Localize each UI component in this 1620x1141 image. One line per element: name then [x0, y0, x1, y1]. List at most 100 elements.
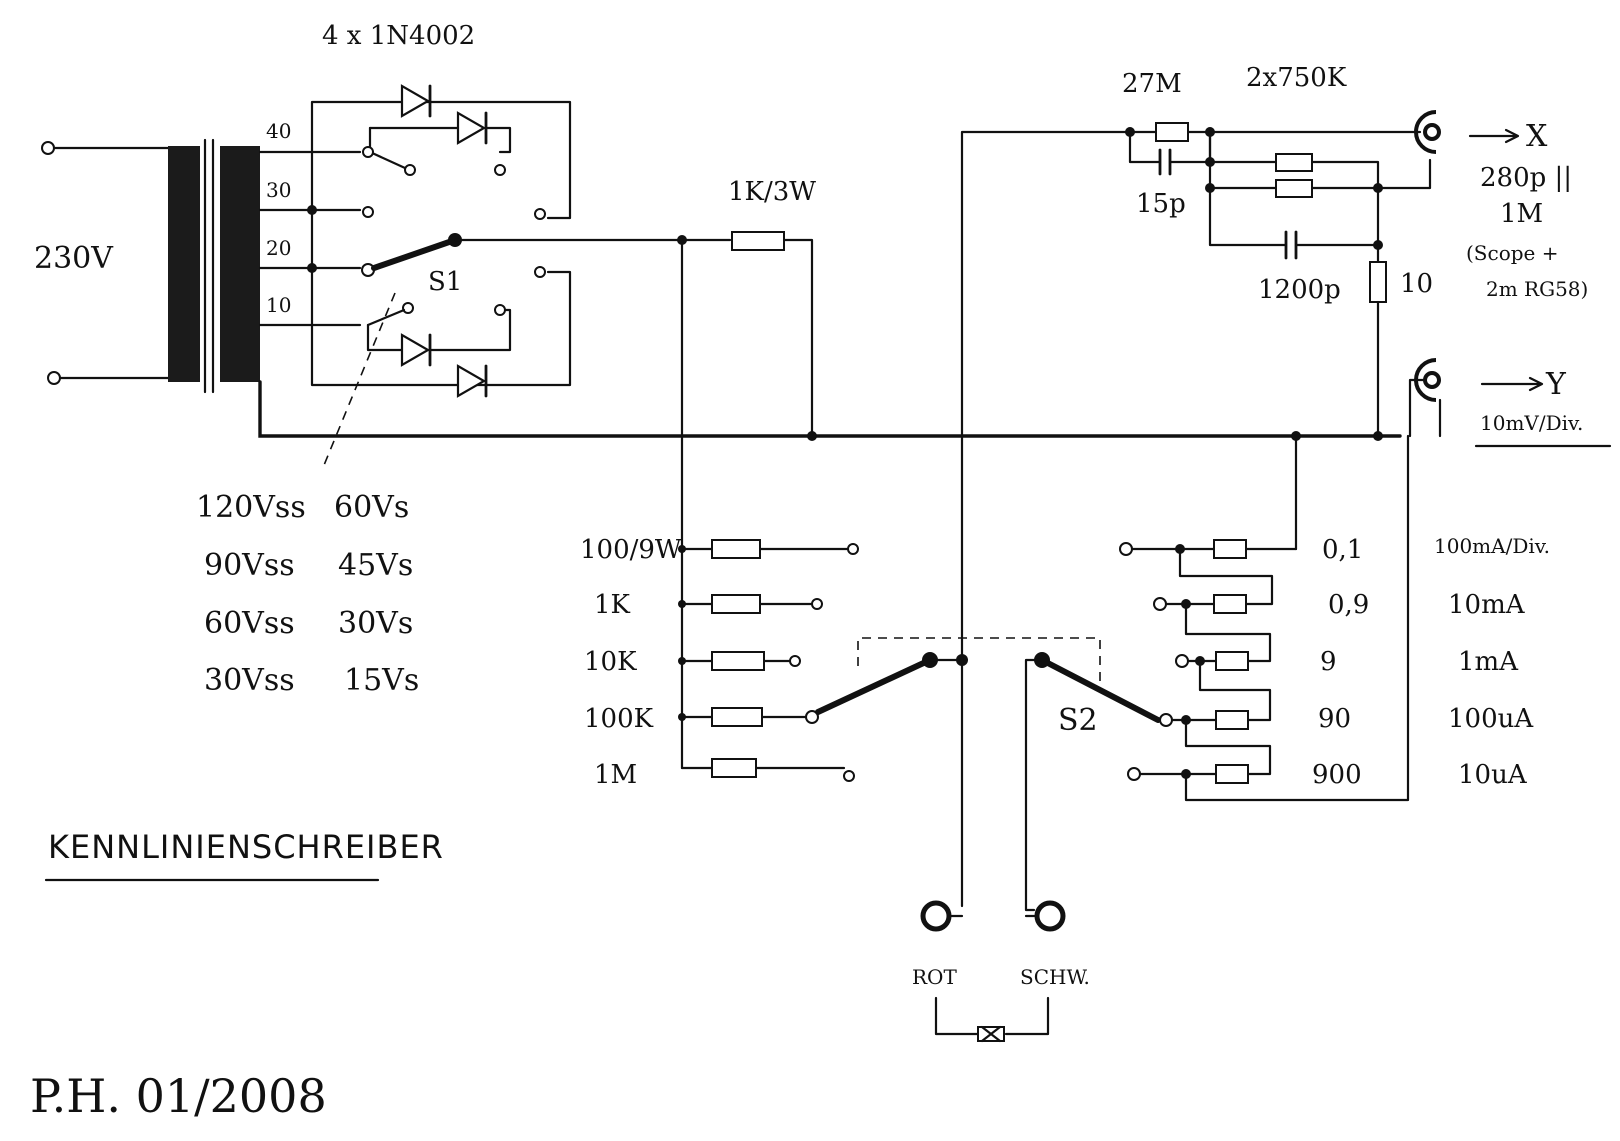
wire	[368, 126, 407, 170]
mains-voltage-label: 230V	[34, 241, 114, 276]
junction	[1205, 183, 1215, 193]
limit-label-1k: 1K	[594, 590, 631, 620]
s2-label: S2	[1058, 703, 1098, 738]
wire	[782, 238, 814, 438]
limit-label-100-9w: 100/9W	[580, 535, 682, 565]
tap-label-30: 30	[266, 178, 291, 202]
y-scale-label: 10mV/Div.	[1480, 411, 1583, 435]
transformer-secondary-winding	[220, 146, 260, 382]
diodes-label: 4 x 1N4002	[322, 21, 475, 51]
s1-contact	[404, 164, 416, 176]
shunt-label-0-9: 0,9	[1328, 590, 1369, 620]
wire	[310, 266, 572, 387]
divider-r-pair-label: 2x750K	[1246, 63, 1347, 93]
s2-contact	[1159, 713, 1173, 727]
title-block: KENNLINIENSCHREIBER P.H. 01/2008	[30, 828, 444, 1123]
junction	[678, 545, 686, 553]
s2-contact	[1119, 542, 1133, 556]
voltage-divider: 27M 2x750K 15p 1200p 10 X 280p || 1M (Sc…	[1122, 63, 1588, 441]
limit-resistor-1k	[711, 594, 761, 614]
vss-60: 60Vss	[204, 606, 295, 641]
s2-contact	[847, 543, 859, 555]
x-output-label: X	[1526, 119, 1548, 154]
s2-mechanical-link	[857, 637, 1101, 684]
shunt-9	[1215, 651, 1249, 671]
wire	[1208, 130, 1380, 247]
tap-label-20: 20	[266, 236, 291, 260]
shunt-label-9: 9	[1320, 647, 1337, 677]
s2-contact	[811, 598, 823, 610]
rectifier-switch-s1: 4 x 1N4002 S1	[307, 21, 572, 471]
diagram-title: KENNLINIENSCHREIBER	[48, 828, 444, 866]
s1-contact	[494, 304, 506, 316]
vs-30: 30Vs	[338, 606, 413, 641]
bnc-x-connector[interactable]	[1423, 123, 1441, 141]
s1-contact	[362, 146, 374, 158]
junction	[1205, 157, 1215, 167]
junction	[307, 205, 317, 215]
probe-jack-black[interactable]	[1034, 900, 1066, 932]
s2-contact	[789, 655, 801, 667]
x-note-1: 280p ||	[1480, 163, 1572, 193]
s1-label: S1	[428, 267, 462, 297]
limit-label-10k: 10K	[584, 647, 637, 677]
vss-90: 90Vss	[204, 548, 295, 583]
divider-r-bottom-label: 10	[1400, 269, 1433, 299]
junction	[307, 263, 317, 273]
shunt-label-900: 900	[1312, 760, 1362, 790]
current-limit-bank: 100/9W 1K 10K 100K 1M	[580, 535, 859, 790]
junction	[678, 713, 686, 721]
divider-r-750k-2	[1275, 179, 1313, 198]
wire	[310, 100, 572, 220]
junction	[678, 600, 686, 608]
range-label-100ma: 100mA/Div.	[1434, 534, 1550, 558]
diode-top-2	[456, 111, 488, 145]
capacitor-1200p	[1284, 230, 1298, 260]
dut-wire	[934, 996, 1050, 1036]
range-label-100ua: 100uA	[1448, 704, 1534, 734]
junction	[807, 431, 817, 441]
series-resistor-section: 1K/3W	[453, 177, 817, 770]
shunt-0-9	[1213, 594, 1247, 614]
s2-contact	[843, 770, 855, 782]
limit-label-100k: 100K	[584, 704, 654, 734]
range-label-1ma: 1mA	[1458, 647, 1519, 677]
s1-contact	[362, 206, 374, 218]
y-output-label: Y	[1545, 367, 1567, 402]
wire	[368, 126, 512, 154]
limit-resistor-100	[711, 539, 761, 559]
capacitor-15p	[1158, 148, 1172, 176]
vs-45: 45Vs	[338, 548, 413, 583]
series-resistor-label: 1K/3W	[728, 177, 816, 207]
probe-jack-red[interactable]	[920, 900, 952, 932]
limit-label-1m: 1M	[594, 760, 637, 790]
shunt-900	[1215, 764, 1249, 784]
divider-c-load-label: 1200p	[1258, 275, 1341, 305]
junction	[1373, 431, 1383, 441]
s2-contact	[805, 710, 819, 724]
shunt-label-90: 90	[1318, 704, 1351, 734]
vss-120: 120Vss	[196, 490, 306, 525]
divider-c-comp-label: 15p	[1136, 189, 1186, 219]
shunt-90	[1215, 710, 1249, 730]
series-resistor	[731, 231, 785, 251]
voltage-table: 120Vss 60Vs 90Vss 45Vs 60Vss 30Vs 30Vss …	[196, 490, 419, 698]
junction	[1291, 431, 1301, 441]
s1-contact	[534, 266, 546, 278]
arrow-x	[1468, 128, 1520, 144]
s2-contact	[1127, 767, 1141, 781]
s1-switch-arm	[371, 237, 458, 271]
diode-top-1	[400, 84, 432, 118]
transformer: 230V 40 30 20 10	[34, 119, 1402, 438]
dut-cross	[980, 1025, 1002, 1043]
junction	[678, 657, 686, 665]
diode-bottom-2	[456, 364, 488, 398]
x-note-3: (Scope +	[1466, 241, 1559, 265]
bnc-y-connector[interactable]	[1423, 371, 1441, 389]
probe-label-black: SCHW.	[1020, 965, 1090, 989]
wire	[1184, 434, 1410, 802]
wire	[1024, 658, 1044, 912]
y-output: Y 10mV/Div.	[1408, 358, 1612, 448]
shunt-label-0-1: 0,1	[1322, 535, 1363, 565]
